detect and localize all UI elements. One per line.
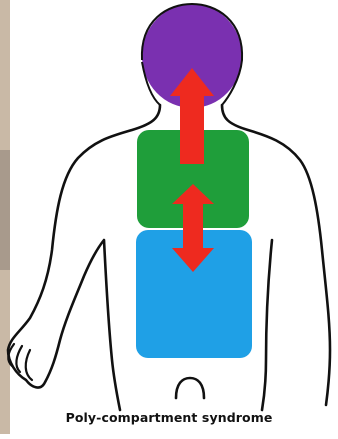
left-edge-strip-band [0,150,10,270]
arrow-shaft [180,92,204,164]
double-arrow-shaft [183,200,203,250]
body-outline-inner-right [262,240,272,410]
diagram-caption: Poly-compartment syndrome [0,410,338,425]
groin-outline [176,378,204,398]
